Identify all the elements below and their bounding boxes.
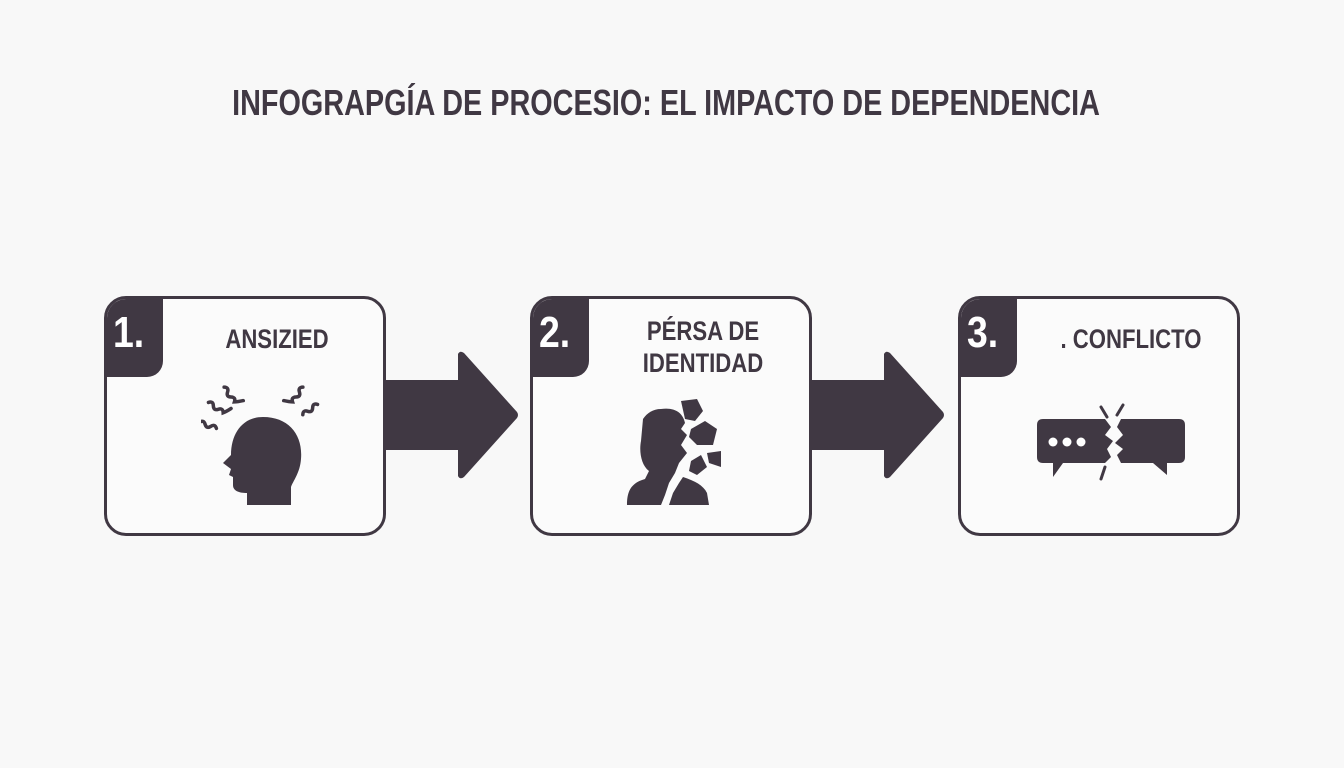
step-title-line-2: IDENTIDAD <box>642 348 764 378</box>
anxious-head-icon <box>201 385 320 505</box>
step-number: 2. <box>539 308 571 357</box>
step-card-3: 3. . CONFLICTO <box>958 296 1240 536</box>
step-number-badge: 3. <box>961 299 1017 377</box>
step-title: ANSIZIED <box>225 324 329 354</box>
step-card-1: 1. ANSIZIED <box>104 296 386 536</box>
broken-speech-bubbles-icon <box>1037 403 1185 481</box>
step-number-badge: 2. <box>533 299 589 377</box>
step-title-line-1: PÉRSA DE <box>646 316 760 346</box>
arrow-right-icon <box>384 351 518 479</box>
step-title: PÉRSA DE IDENTIDAD <box>621 315 785 379</box>
step-title: . CONFLICTO <box>1060 324 1202 354</box>
step-number: 3. <box>967 308 999 357</box>
infographic-title: INFOGRAPGÍA DE PROCESIO: EL IMPACTO DE D… <box>232 82 1100 123</box>
step-number: 1. <box>113 308 145 357</box>
arrow-right-icon <box>810 351 944 479</box>
broken-identity-person-icon <box>627 399 721 505</box>
step-card-2: 2. PÉRSA DE IDENTIDAD <box>530 296 812 536</box>
step-number-badge: 1. <box>107 299 163 377</box>
